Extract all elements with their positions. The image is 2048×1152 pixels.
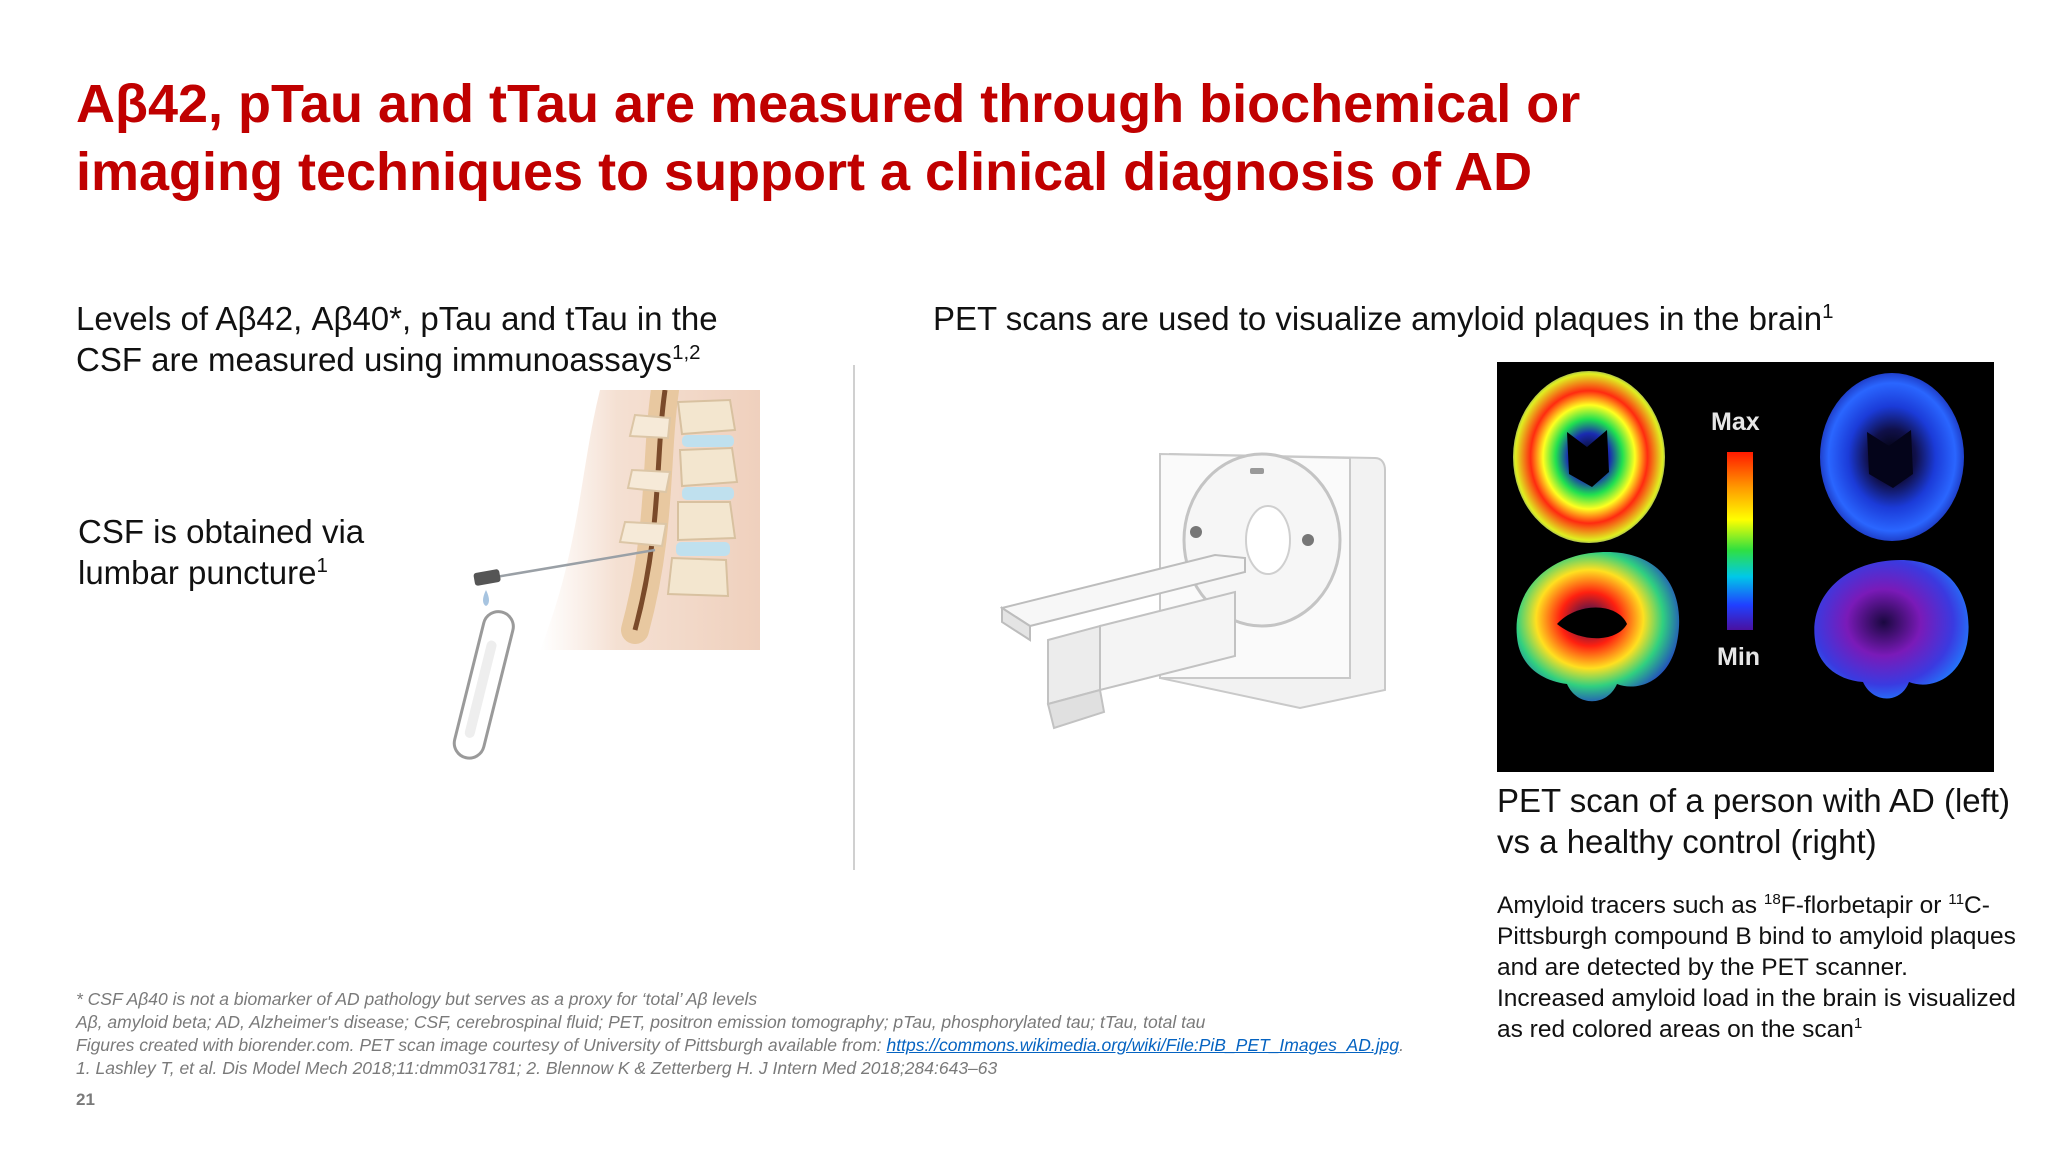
tracer-isotope-18: 18 xyxy=(1763,890,1781,908)
slide-title: Aβ42, pTau and tTau are measured through… xyxy=(76,74,1581,202)
scale-max-label: Max xyxy=(1711,408,1760,436)
hc-axial-ventricle xyxy=(1867,430,1913,488)
scanner-indicator xyxy=(1190,526,1202,538)
footnote-line-3-end: . xyxy=(1399,1035,1404,1055)
footnote-line-1: * CSF Aβ40 is not a biomarker of AD path… xyxy=(76,989,758,1009)
scanner-light xyxy=(1250,468,1264,474)
tube-highlight xyxy=(464,640,497,738)
page-number: 21 xyxy=(76,1090,95,1109)
csf-note-citation: 1 xyxy=(316,554,328,577)
footnote-line-2: Aβ, amyloid beta; AD, Alzheimer's diseas… xyxy=(76,1012,1206,1032)
right-heading: PET scans are used to visualize amyloid … xyxy=(933,298,2013,339)
color-scale-bar xyxy=(1727,452,1753,630)
left-heading: Levels of Aβ42, Aβ40*, pTau and tTau in … xyxy=(76,298,736,380)
collection-tube-illustration xyxy=(452,610,515,760)
footnote-references: 1. Lashley T, et al. Dis Model Mech 2018… xyxy=(76,1058,998,1078)
scanner-bore xyxy=(1245,505,1291,575)
tracer-text-a: Amyloid tracers such as xyxy=(1497,892,1764,919)
bed-foot xyxy=(1046,688,1106,730)
tracer-isotope-11: 11 xyxy=(1948,890,1965,908)
scanner-indicator xyxy=(1302,534,1314,546)
pet-scan-image: Max Min xyxy=(1497,362,1994,772)
hc-sagittal-scan xyxy=(1814,560,1969,699)
csf-note: CSF is obtained via lumbar puncture1 xyxy=(78,511,408,593)
ad-axial-ventricle xyxy=(1567,430,1609,487)
patient-bed-edge xyxy=(1001,606,1031,642)
scale-min-label: Min xyxy=(1717,643,1760,671)
pet-scanner-illustration xyxy=(1000,452,1386,730)
right-heading-citation: 1 xyxy=(1822,300,1834,323)
csf-note-text: CSF is obtained via lumbar puncture xyxy=(78,513,365,591)
left-heading-citation: 1,2 xyxy=(672,341,701,364)
ad-sagittal-ventricle xyxy=(1557,607,1627,639)
tracer-description: Amyloid tracers such as 18F-florbetapir … xyxy=(1497,890,2017,1045)
tracer-text-b: F-florbetapir or xyxy=(1780,892,1949,919)
footnote-line-3: Figures created with biorender.com. PET … xyxy=(76,1034,1516,1057)
tracer-citation: 1 xyxy=(1853,1014,1863,1032)
footnote-line-3-text: Figures created with biorender.com. PET … xyxy=(76,1035,887,1055)
left-heading-text: Levels of Aβ42, Aβ40*, pTau and tTau in … xyxy=(76,300,718,378)
bed-base xyxy=(1099,590,1236,692)
column-divider xyxy=(853,365,855,870)
pet-caption: PET scan of a person with AD (left) vs a… xyxy=(1497,782,2010,860)
right-heading-text: PET scans are used to visualize amyloid … xyxy=(933,300,1823,337)
wikimedia-source-link[interactable]: https://commons.wikimedia.org/wiki/File:… xyxy=(886,1035,1400,1055)
tracer-text-c: C-Pittsburgh compound B bind to amyloid … xyxy=(1497,892,2016,1043)
